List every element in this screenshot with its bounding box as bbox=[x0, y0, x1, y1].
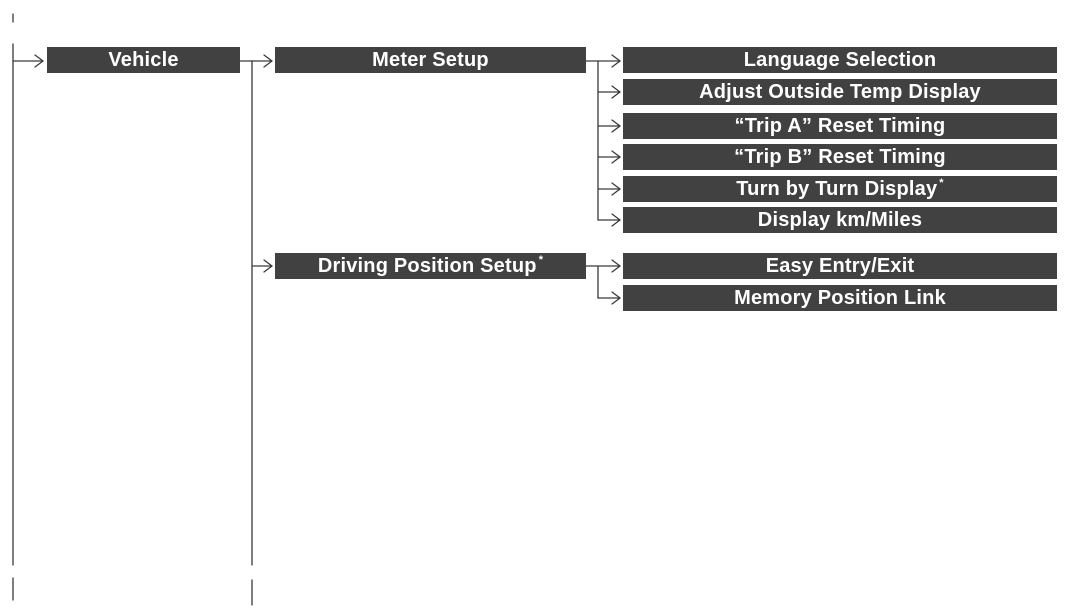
driving-position-setup-node: Driving Position Setup* bbox=[275, 253, 586, 279]
easy-entry-exit-label: Easy Entry/Exit bbox=[765, 254, 915, 277]
arrow-driving-position-head bbox=[263, 259, 273, 273]
memory-position-link-node: Memory Position Link bbox=[623, 285, 1057, 311]
meter-setup-node: Meter Setup bbox=[275, 47, 586, 73]
adjust-outside-temp-display-label: Adjust Outside Temp Display bbox=[699, 80, 981, 103]
footnote-mark: * bbox=[538, 254, 544, 266]
memory-position-link-label: Memory Position Link bbox=[734, 286, 946, 309]
vehicle-label: Vehicle bbox=[108, 48, 179, 71]
trip-a-reset-timing-node: “Trip A” Reset Timing bbox=[623, 113, 1057, 139]
display-km-miles-label: Display km/Miles bbox=[757, 208, 923, 231]
footnote-mark: * bbox=[939, 177, 944, 189]
trip-b-reset-timing-node: “Trip B” Reset Timing bbox=[623, 144, 1057, 170]
arrow-meter-setup-head bbox=[263, 54, 273, 68]
trip-a-reset-timing-label: “Trip A” Reset Timing bbox=[734, 114, 946, 137]
display-km-miles-node: Display km/Miles bbox=[623, 207, 1057, 233]
adjust-outside-temp-display-node: Adjust Outside Temp Display bbox=[623, 79, 1057, 105]
vehicle-node: Vehicle bbox=[47, 47, 240, 73]
language-selection-node: Language Selection bbox=[623, 47, 1057, 73]
easy-entry-exit-node: Easy Entry/Exit bbox=[623, 253, 1057, 279]
turn-by-turn-display-node: Turn by Turn Display* bbox=[623, 176, 1057, 202]
language-selection-label: Language Selection bbox=[743, 48, 937, 71]
turn-by-turn-display-label: Turn by Turn Display bbox=[736, 177, 938, 200]
arrow-vehicle-head bbox=[34, 54, 44, 68]
driving-position-setup-label: Driving Position Setup bbox=[317, 254, 537, 277]
meter-setup-label: Meter Setup bbox=[372, 48, 489, 71]
trip-b-reset-timing-label: “Trip B” Reset Timing bbox=[734, 145, 946, 168]
